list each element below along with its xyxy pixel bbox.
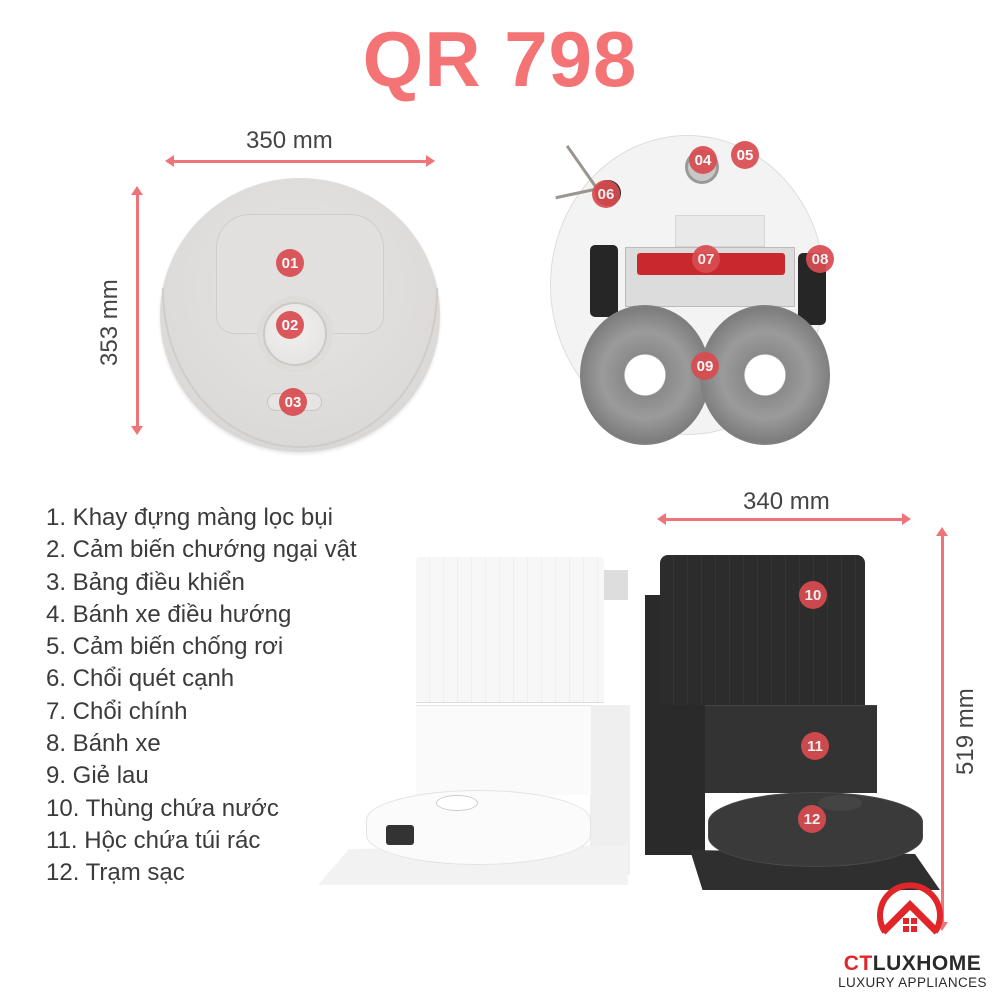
station-width-label: 340 mm: [743, 488, 830, 515]
house-in-circle-icon: [877, 882, 943, 935]
badge-12: 12: [798, 805, 826, 833]
legend-item: 1. Khay đựng màng lọc bụi: [46, 504, 333, 531]
legend-item: 5. Cảm biến chống rơi: [46, 633, 284, 661]
dust-bag-compartment: [416, 705, 591, 795]
top-width-arrow: [165, 155, 435, 167]
badge-01: 01: [276, 249, 304, 277]
top-height-arrow: [131, 186, 143, 435]
legend-item: 12. Trạm sạc: [46, 859, 185, 887]
water-tank: [660, 555, 865, 705]
brand-luxhome: LUXHOME: [872, 952, 982, 975]
brand-tagline: LUXURY APPLIANCES: [838, 975, 987, 990]
station-width-arrow: [657, 513, 911, 525]
legend-item: 4. Bánh xe điều hướng: [46, 600, 292, 628]
badge-07: 07: [692, 245, 720, 273]
badge-09: 09: [691, 352, 719, 380]
top-height-label: 353 mm: [96, 279, 123, 366]
front-sensor-window: [386, 825, 414, 845]
legend-item: 3. Bảng điều khiển: [46, 568, 245, 596]
white-dock-station: [318, 545, 640, 895]
legend-item: 9. Giẻ lau: [46, 762, 149, 790]
water-tank: [416, 557, 604, 703]
legend-item: 10. Thùng chứa nước: [46, 794, 279, 822]
badge-11: 11: [801, 732, 829, 760]
badge-05: 05: [731, 141, 759, 169]
station-height-label: 519 mm: [952, 688, 979, 775]
ctluxhome-logo: CTLUXHOME LUXURY APPLIANCES: [830, 880, 995, 995]
legend-item: 2. Cảm biến chướng ngại vật: [46, 536, 357, 564]
mop-pad-left: [580, 305, 710, 445]
legend-item: 7. Chổi chính: [46, 697, 188, 725]
robot-top-view: [160, 178, 440, 452]
badge-04: 04: [689, 146, 717, 174]
product-title: QR 798: [362, 15, 638, 103]
station-height-arrow: [936, 527, 948, 931]
dust-bag-compartment: [705, 705, 877, 793]
top-width-label: 350 mm: [246, 127, 333, 154]
black-dock-station: [640, 545, 940, 900]
lidar-turret: [818, 795, 862, 811]
robot-bottom-view: [545, 135, 830, 445]
legend-item: 6. Chổi quét cạnh: [46, 665, 235, 693]
lidar-turret: [436, 795, 478, 811]
brand-ct: CT: [843, 952, 873, 975]
product-label: [675, 215, 765, 247]
badge-03: 03: [279, 388, 307, 416]
left-wheel: [590, 245, 618, 317]
brand-name: CTLUXHOME: [830, 952, 995, 976]
badge-06: 06: [592, 180, 620, 208]
badge-02: 02: [276, 311, 304, 339]
badge-08: 08: [806, 245, 834, 273]
badge-10: 10: [799, 581, 827, 609]
parts-legend: 1. Khay đựng màng lọc bụi 2. Cảm biến ch…: [46, 502, 357, 890]
mop-pad-right: [700, 305, 830, 445]
legend-item: 11. Hộc chứa túi rác: [46, 826, 261, 854]
legend-item: 8. Bánh xe: [46, 730, 161, 758]
